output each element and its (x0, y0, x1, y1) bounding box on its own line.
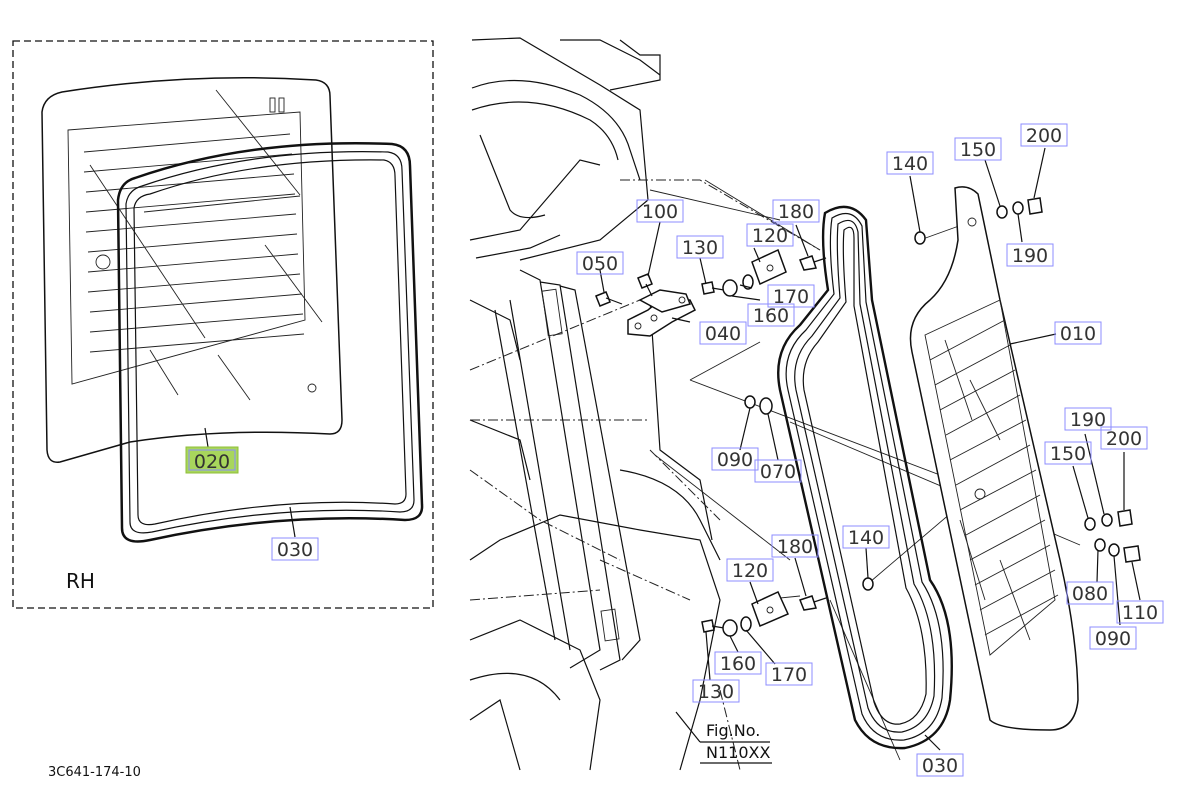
callout-130-bottom[interactable]: 130 (698, 681, 734, 703)
callout-020[interactable]: 020 (194, 451, 230, 473)
inset-seal-frame (116, 141, 424, 543)
inset-glass-hole (95, 254, 111, 270)
cab-frame (469, 37, 821, 771)
callout-leaders (599, 147, 1141, 751)
callout-170-bottom[interactable]: 170 (771, 664, 807, 686)
main-heater-lines (924, 299, 1059, 656)
callout-200-top[interactable]: 200 (1026, 125, 1062, 147)
callout-190-top[interactable]: 190 (1012, 245, 1048, 267)
callout-140-top[interactable]: 140 (892, 153, 928, 175)
inset-hinge-slot (269, 97, 276, 113)
hinge-120-bottom (751, 591, 789, 628)
hardware (595, 197, 1141, 637)
inset-hinge-slot (278, 97, 285, 113)
callout-180-top[interactable]: 180 (778, 201, 814, 223)
inset-glass-edge (143, 195, 301, 213)
callout-190-right[interactable]: 190 (1070, 409, 1106, 431)
hinge-120-top (751, 248, 787, 286)
callout-010[interactable]: 010 (1060, 323, 1096, 345)
callout-170-top[interactable]: 170 (773, 286, 809, 308)
callout-020-highlight (185, 446, 239, 474)
rh-inset: 020 030 RH (12, 40, 434, 609)
callout-130-top[interactable]: 130 (682, 237, 718, 259)
callout-030-inset[interactable]: 030 (277, 539, 313, 561)
callout-030[interactable]: 030 (922, 755, 958, 777)
main-glass-panel (909, 186, 1079, 731)
side-label-rh: RH (66, 569, 95, 593)
callout-120-top[interactable]: 120 (752, 225, 788, 247)
drawing-code: 3C641-174-10 (48, 765, 141, 780)
callout-150-right[interactable]: 150 (1050, 443, 1086, 465)
callout-120-bottom[interactable]: 120 (732, 560, 768, 582)
callout-090-right[interactable]: 090 (1095, 628, 1131, 650)
callout-140-bottom[interactable]: 140 (848, 527, 884, 549)
callout-160-bottom[interactable]: 160 (720, 653, 756, 675)
inset-glass-panel (41, 76, 343, 463)
fig-no-value: N110XX (706, 743, 770, 762)
callout-150-top[interactable]: 150 (960, 139, 996, 161)
fig-no-caption: Fig.No. (706, 721, 760, 740)
callout-200-right[interactable]: 200 (1106, 428, 1142, 450)
inset-dashed-border (12, 40, 434, 609)
main-glass-hole-top (967, 217, 977, 227)
inset-heater-lines (67, 89, 323, 401)
callout-090-top[interactable]: 090 (717, 449, 753, 471)
main-glass-hole (974, 488, 986, 500)
callout-160-top[interactable]: 160 (753, 305, 789, 327)
callout-040[interactable]: 040 (705, 323, 741, 345)
callouts: 010 030 040 050 070 080 090 090 100 110 … (576, 123, 1164, 777)
callout-180-bottom[interactable]: 180 (777, 536, 813, 558)
callout-110[interactable]: 110 (1122, 602, 1158, 624)
callout-050[interactable]: 050 (582, 253, 618, 275)
callout-070[interactable]: 070 (760, 461, 796, 483)
inset-glass-hole-small (307, 383, 317, 393)
callout-080[interactable]: 080 (1072, 583, 1108, 605)
callout-100[interactable]: 100 (642, 201, 678, 223)
main-seal-frame (777, 205, 953, 750)
